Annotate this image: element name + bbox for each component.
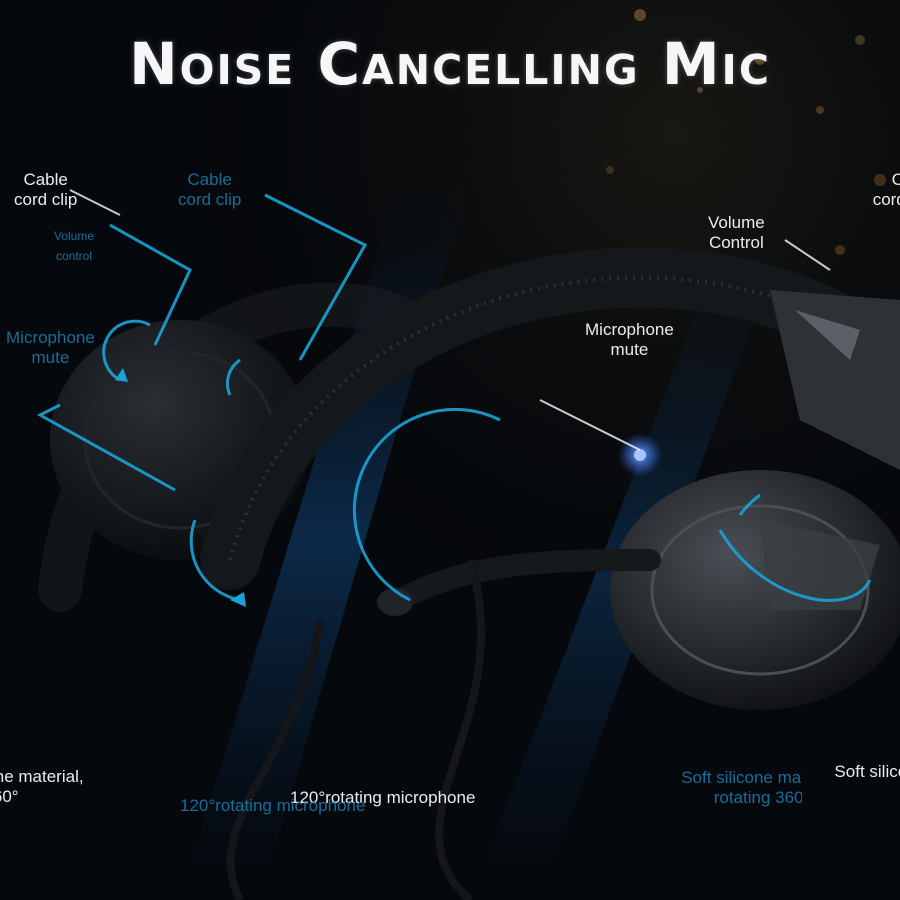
label-text: Microphone mute	[585, 320, 674, 359]
label-cable-cord-clip-reflection: Cable cord clip	[178, 170, 241, 210]
label-soft-silicone-reflection: Soft silicone material, rotating 360°	[662, 768, 802, 808]
label-text: Cable cord clip	[178, 170, 242, 209]
label-text: Microphone mute	[6, 328, 95, 367]
label-volume-control-reflection: Volume control	[54, 226, 94, 266]
label-cable-cord-clip-right: Cable cord clip	[856, 170, 900, 210]
label-text: Volume control	[54, 229, 95, 263]
label-text: Soft silicone material, rotating 360°	[834, 762, 900, 801]
label-rotating-microphone: 120°rotating microphone	[290, 788, 475, 808]
label-text: Soft silicone material, rotating 360°	[0, 767, 84, 806]
label-text: Cable cord clip	[872, 170, 900, 209]
label-text: 120°rotating microphone	[180, 796, 366, 815]
label-microphone-mute-reflection: Microphone mute	[6, 328, 95, 368]
label-text: 120°rotating microphone	[290, 788, 476, 807]
label-microphone-mute: Microphone mute	[585, 320, 674, 360]
label-rotating-microphone-reflection: 120°rotating microphone	[180, 796, 365, 816]
label-text: Cable cord clip	[14, 170, 78, 209]
label-soft-silicone-left: Soft silicone material, rotating 360°	[0, 767, 110, 807]
label-text: Volume Control	[708, 213, 765, 252]
label-soft-silicone-right: Soft silicone material, rotating 360°	[796, 762, 900, 802]
label-cable-cord-clip: Cable cord clip	[14, 170, 77, 210]
bokeh-lights	[606, 9, 886, 255]
page-title: Noise Cancelling Mic	[129, 30, 771, 98]
label-text: Soft silicone material, rotating 360°	[681, 768, 802, 807]
label-volume-control: Volume Control	[708, 213, 765, 253]
